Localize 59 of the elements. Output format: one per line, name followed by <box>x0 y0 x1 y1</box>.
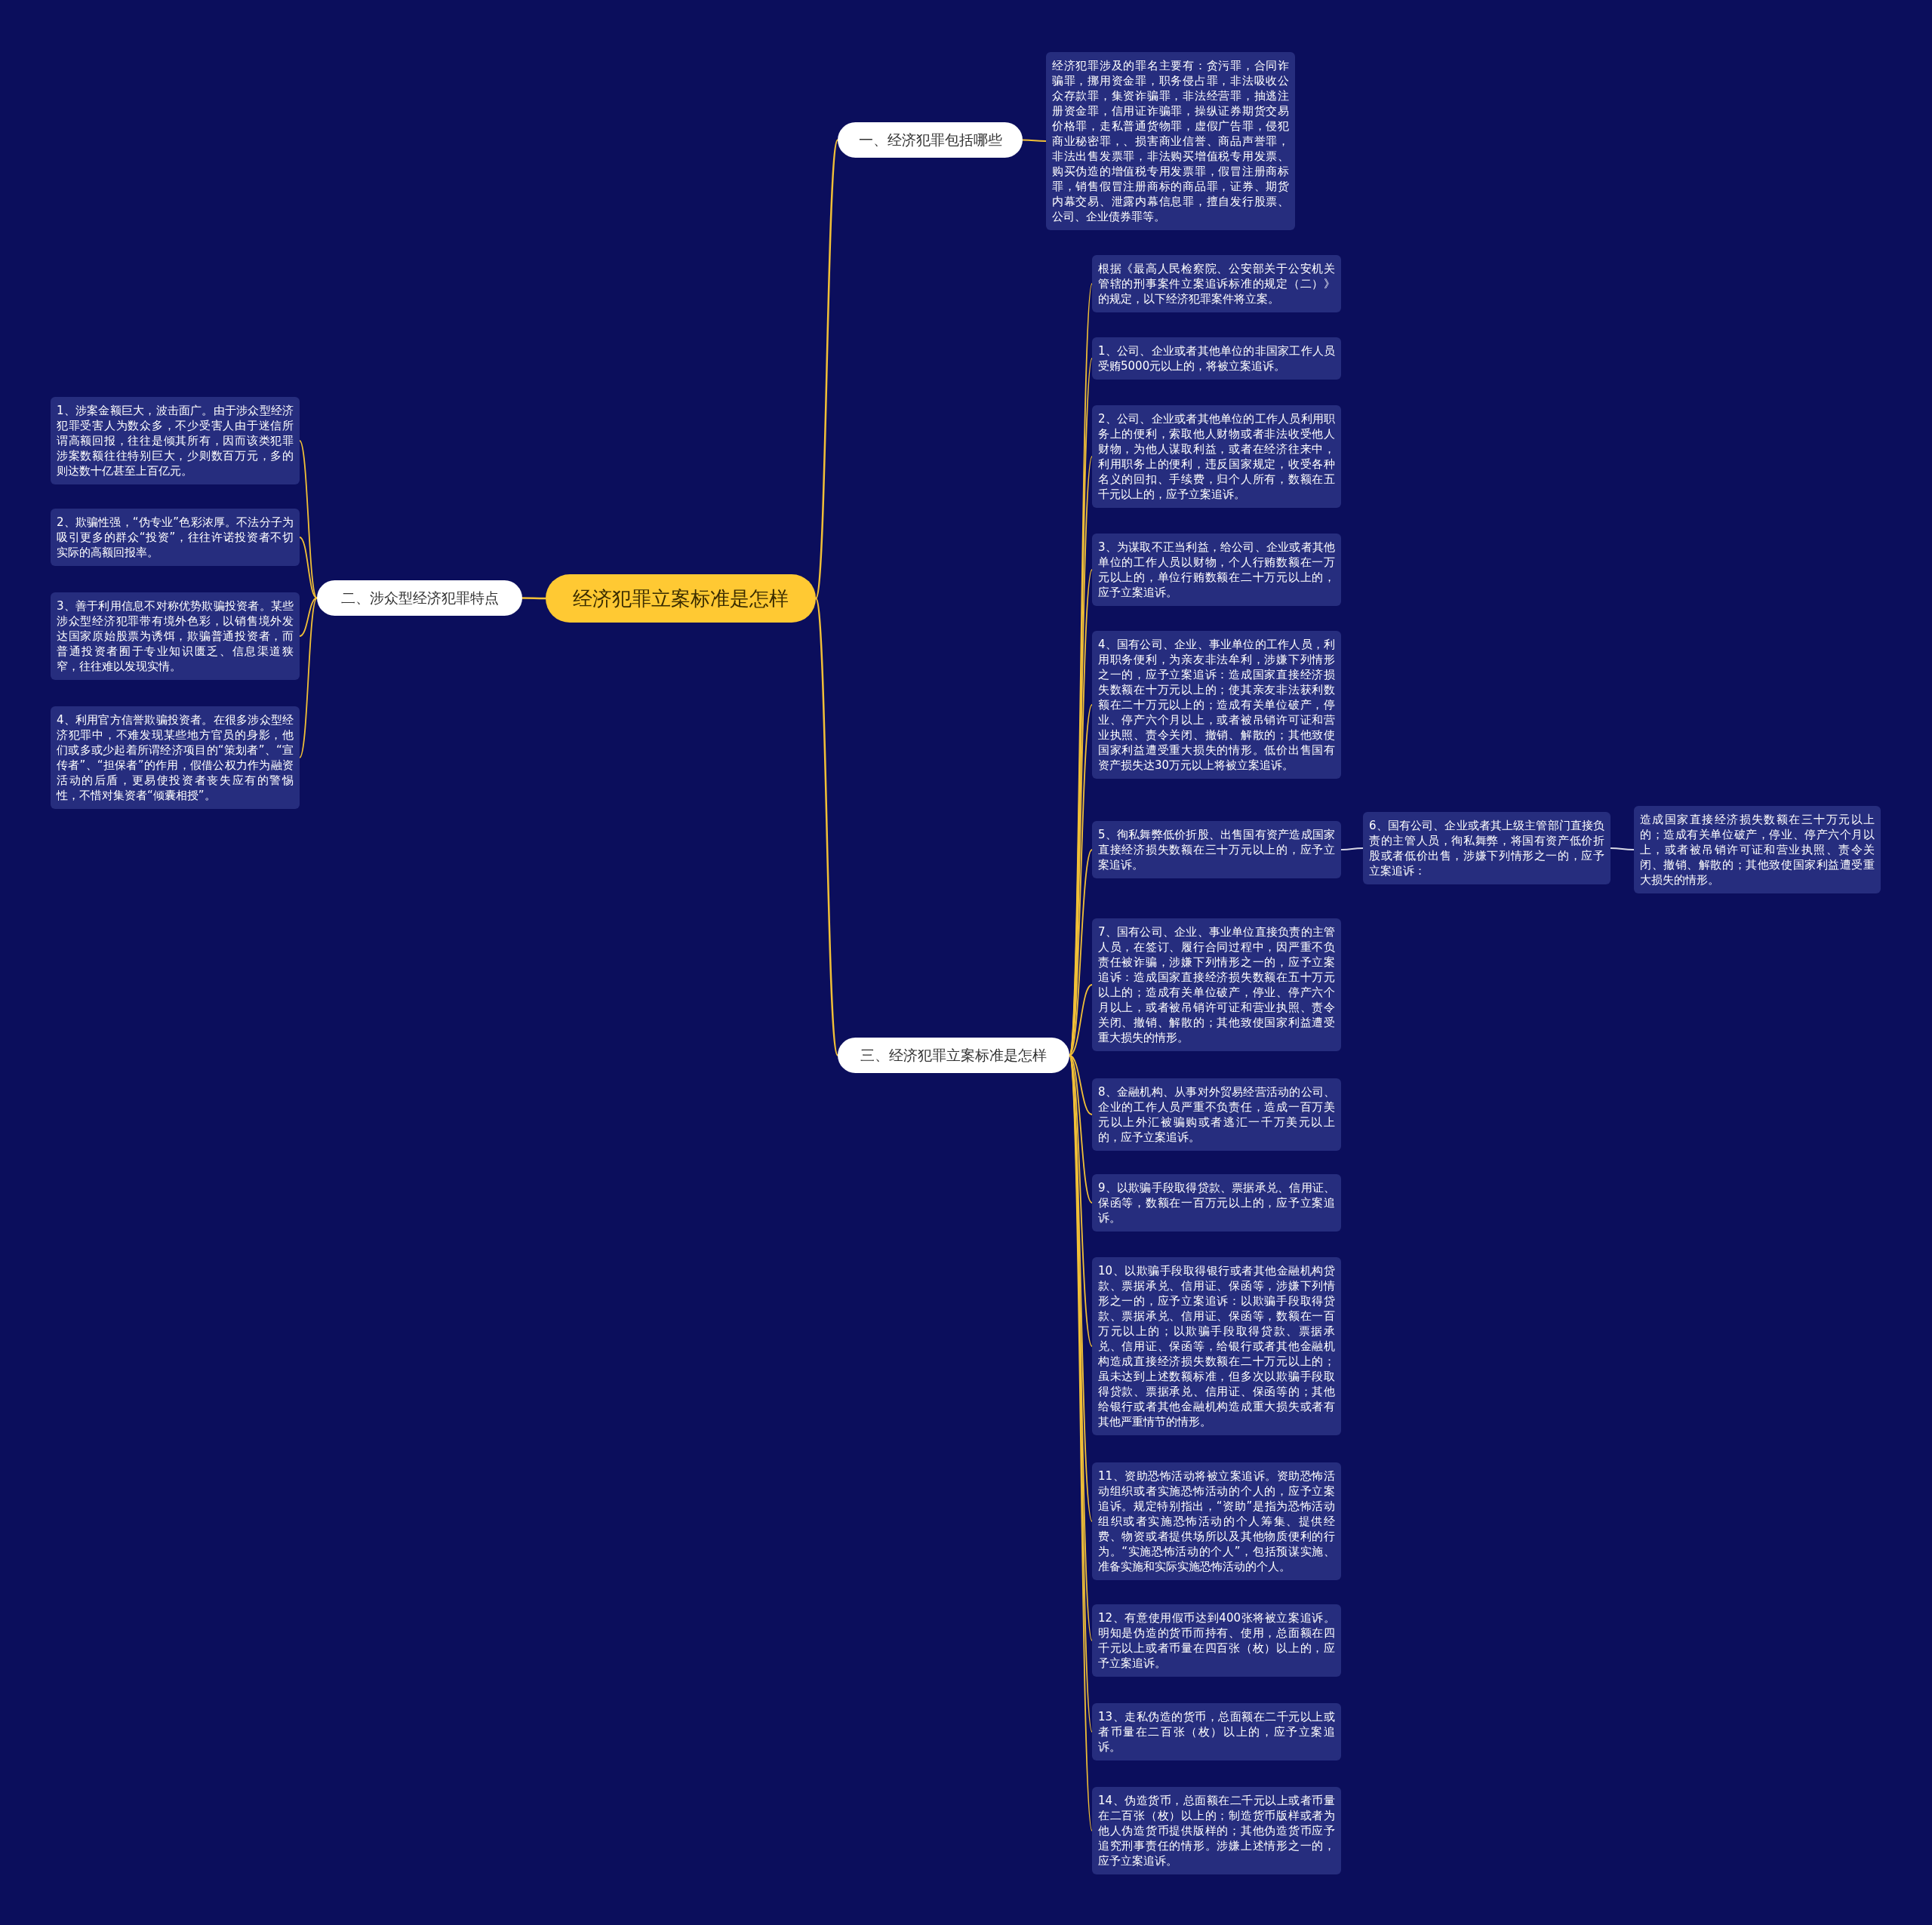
connector-line <box>1069 1054 1093 1115</box>
note-card <box>1092 1604 1341 1677</box>
topic-text: 4、利用官方信誉欺骗投资者。在很多涉众型经济犯罪中，不难发现某些地方官员的身影，他们或多或少起着所谓经济项目的“策划者”、“宣传者”、“担保者”的作用，假借公权力作为融资活动的后盾，更易使投资者丧失应有的警惕性，不惜对集资者“倾囊相授”。 <box>57 712 294 803</box>
topic-text: 3、为谋取不正当利益，给公司、企业或者其他单位的工作人员以财物，个人行贿数额在一万元以上的，单位行贿数额在二十万元以上的，应予立案追诉。 <box>1098 540 1335 600</box>
note-card <box>1092 821 1341 878</box>
topic-text: 2、公司、企业或者其他单位的工作人员利用职务上的便利，索取他人财物或者非法收受他人财物，为他人谋取利益，或者在经济往来中，利用职务上的便利，违反国家规定，收受各种名义的回扣、手续费，归个人所有，数额在五千元以上的，应予立案追诉。 <box>1098 411 1335 502</box>
topic-text: 一、经济犯罪包括哪些 <box>857 131 1003 149</box>
branch-topic <box>317 580 522 616</box>
topic-text: 三、经济犯罪立案标准是怎样 <box>860 1046 1048 1065</box>
note-card <box>1092 255 1341 312</box>
note-card <box>1092 1174 1341 1232</box>
connector-line <box>299 537 318 599</box>
connector-line <box>299 440 318 599</box>
topic-text: 9、以欺骗手段取得贷款、票据承兑、信用证、保函等，数额在一百万元以上的，应予立案追诉。 <box>1098 1180 1335 1225</box>
topic-text: 6、国有公司、企业或者其上级主管部门直接负责的主管人员，徇私舞弊，将国有资产低价折股或者低价出售，涉嫌下列情形之一的，应予立案追诉： <box>1369 818 1604 878</box>
note-card <box>1092 1787 1341 1874</box>
connector-line <box>1610 847 1635 850</box>
note-card <box>51 397 300 484</box>
note-card <box>51 706 300 809</box>
central-topic <box>546 574 816 623</box>
connector-line <box>1069 984 1093 1056</box>
note-card <box>1363 812 1611 884</box>
topic-text: 14、伪造货币，总面额在二千元以上或者币量在二百张（枚）以上的；制造货币版样或者为他人伪造货币提供版样的；其他伪造货币应予追究刑事责任的情形。涉嫌上述情形之一的，应予立案追诉。 <box>1098 1793 1335 1868</box>
note-card <box>1634 806 1881 893</box>
note-card <box>1092 337 1341 380</box>
topic-text: 3、善于利用信息不对称优势欺骗投资者。某些涉众型经济犯罪带有境外色彩，以销售境外发达国家原始股票为诱饵，欺骗普通投资者，而普通投资者囿于专业知识匮乏、信息渠道狭窄，往往难以发现实情。 <box>57 598 294 674</box>
topic-text: 1、涉案金额巨大，波击面广。由于涉众型经济犯罪受害人为数众多，不少受害人由于迷信所谓高额回报，往往是倾其所有，因而该类犯罪涉案数额往往特别巨大，少则数百万元，多的则达数十亿甚至上百亿元。 <box>57 403 294 478</box>
connector-line <box>299 597 318 758</box>
topic-text: 13、走私伪造的货币，总面额在二千元以上或者币量在二百张（枚）以上的，应予立案追诉。 <box>1098 1709 1335 1754</box>
topic-text: 经济犯罪立案标准是怎样 <box>572 586 789 611</box>
topic-text: 1、公司、企业或者其他单位的非国家工作人员受贿5000元以上的，将被立案追诉。 <box>1098 343 1335 374</box>
connector-line <box>299 597 318 637</box>
note-card <box>51 509 300 566</box>
note-card <box>1092 1703 1341 1760</box>
topic-text: 10、以欺骗手段取得银行或者其他金融机构贷款、票据承兑、信用证、保函等，涉嫌下列情形之一的，应予立案追诉：以欺骗手段取得贷款、票据承兑、信用证、保函等，数额在一百万元以上的；以欺骗手段取得贷款、票据承兑、信用证、保函等，给银行或者其他金融机构造成直接经济损失数额在二十万元以上的；虽未达到上述数额标准，但多次以欺骗手段取得贷款、票据承兑、信用证、保函等的；其他给银行或者其他金融机构造成重大损失或者有其他严重情节的情形。 <box>1098 1263 1335 1429</box>
topic-text: 根据《最高人民检察院、公安部关于公安机关管辖的刑事案件立案追诉标准的规定（二）》的规定，以下经济犯罪案件将立案。 <box>1098 261 1335 306</box>
connector-line <box>814 140 839 599</box>
branch-topic <box>838 122 1023 158</box>
connector-line <box>1069 1054 1093 1204</box>
topic-text: 12、有意使用假币达到400张将被立案追诉。明知是伪造的货币而持有、使用，总面额在四千元以上或者币量在四百张（枚）以上的，应予立案追诉。 <box>1098 1610 1335 1671</box>
topic-text: 7、国有公司、企业、事业单位直接负责的主管人员，在签订、履行合同过程中，因严重不负责任被诈骗，涉嫌下列情形之一的，应予立案追诉：造成国家直接经济损失数额在五十万元以上的；造成有关单位破产，停业、停产六个月以上，或者被吊销许可证和营业执照、责令关闭、撤销、解散的；其他致使国家利益遭受重大损失的情形。 <box>1098 924 1335 1045</box>
topic-text: 二、涉众型经济犯罪特点 <box>340 589 500 607</box>
branch-topic <box>838 1038 1069 1073</box>
topic-text: 造成国家直接经济损失数额在三十万元以上的；造成有关单位破产，停业、停产六个月以上，或者被吊销许可证和营业执照、责令关闭、撤销、解散的；其他致使国家利益遭受重大损失的情形。 <box>1640 812 1875 887</box>
topic-text: 5、徇私舞弊低价折股、出售国有资产造成国家直接经济损失数额在三十万元以上的，应予立案追诉。 <box>1098 827 1335 872</box>
connector-line <box>814 598 839 1056</box>
note-card <box>1092 534 1341 606</box>
topic-text: 经济犯罪涉及的罪名主要有：贪污罪，合同诈骗罪，挪用资金罪，职务侵占罪，非法吸收公众存款罪，集资诈骗罪，非法经营罪，抽逃注册资金罪，信用证诈骗罪，操纵证券期货交易价格罪，走私普通货物罪，虚假广告罪，侵犯商业秘密罪，、损害商业信誉、商品声誉罪，非法出售发票罪，非法购买增值税专用发票、购买伪造的增值税专用发票罪，假冒注册商标罪，销售假冒注册商标的商品罪，证券、期货内幕交易、泄露内幕信息罪，擅自发行股票、公司、企业债券罪等。 <box>1052 58 1289 224</box>
connector-line <box>522 597 546 600</box>
topic-text: 11、资助恐怖活动将被立案追诉。资助恐怖活动组织或者实施恐怖活动的个人的，应予立案追诉。规定特别指出，“资助”是指为恐怖活动组织或者实施恐怖活动的个人筹集、提供经费、物资或者提供场所以及其他物质便利的行为。“实施恐怖活动的个人”，包括预谋实施、准备实施和实际实施恐怖活动的个人。 <box>1098 1468 1335 1574</box>
connector-line <box>1069 849 1093 1056</box>
connector-line <box>1022 139 1047 142</box>
note-card <box>1092 1078 1341 1151</box>
note-card <box>1092 405 1341 508</box>
topic-text: 2、欺骗性强，“伪专业”色彩浓厚。不法分子为吸引更多的群众“投资”，往往许诺投资者不切实际的高额回报率。 <box>57 515 294 560</box>
note-card <box>51 592 300 680</box>
connector-line <box>1340 847 1364 850</box>
topic-text: 8、金融机构、从事对外贸易经营活动的公司、企业的工作人员严重不负责任，造成一百万美元以上外汇被骗购或者逃汇一千万美元以上的，应予立案追诉。 <box>1098 1084 1335 1145</box>
topic-text: 4、国有公司、企业、事业单位的工作人员，利用职务便利，为亲友非法牟利，涉嫌下列情形之一的，应予立案追诉：造成国家直接经济损失数额在十万元以上的；使其亲友非法获利数额在二十万元以上的；造成有关单位破产，停业、停产六个月以上，或者被吊销许可证和营业执照、责令关闭、撤销、解散的；其他致使国家利益遭受重大损失的情形。低价出售国有资产损失达30万元以上将被立案追诉。 <box>1098 637 1335 773</box>
